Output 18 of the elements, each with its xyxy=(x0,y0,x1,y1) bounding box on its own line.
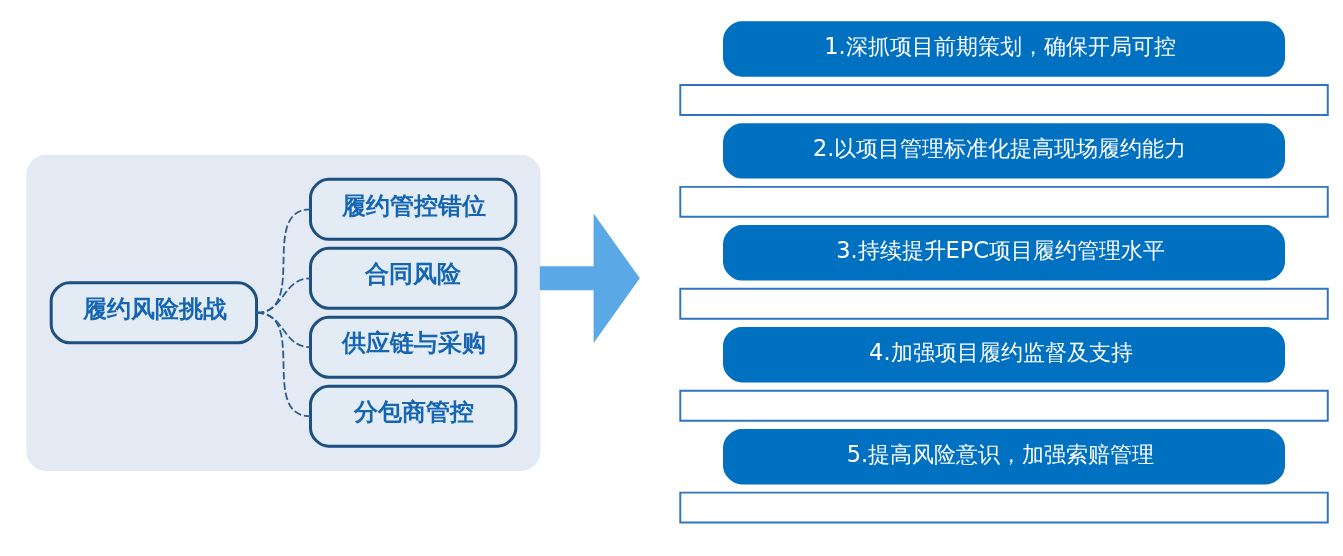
node-box: 分包商管控 xyxy=(309,384,518,448)
node-box: 合同风险 xyxy=(309,246,518,310)
node-box xyxy=(679,83,1329,116)
arrow xyxy=(539,213,640,343)
node-box: 2.以项目管理标准化提高现场履约能力 xyxy=(723,123,1286,179)
node-box: 4.加强项目履约监督及支持 xyxy=(723,327,1286,383)
node-box xyxy=(679,491,1329,524)
node-box xyxy=(679,389,1329,422)
node-box: 1.深抓项目前期策划，确保开局可控 xyxy=(723,21,1286,77)
connector xyxy=(255,208,312,314)
node-box: 供应链与采购 xyxy=(309,315,518,379)
node-box: 履约管控错位 xyxy=(309,177,518,241)
node-box: 5.提高风险意识，加强索赔管理 xyxy=(723,428,1286,485)
node-box xyxy=(679,185,1329,218)
node-box: 3.持续提升EPC项目履约管理水平 xyxy=(723,225,1286,281)
node-box: 履约风险挑战 xyxy=(49,281,259,345)
cluster xyxy=(26,154,541,471)
node-box xyxy=(679,287,1329,320)
